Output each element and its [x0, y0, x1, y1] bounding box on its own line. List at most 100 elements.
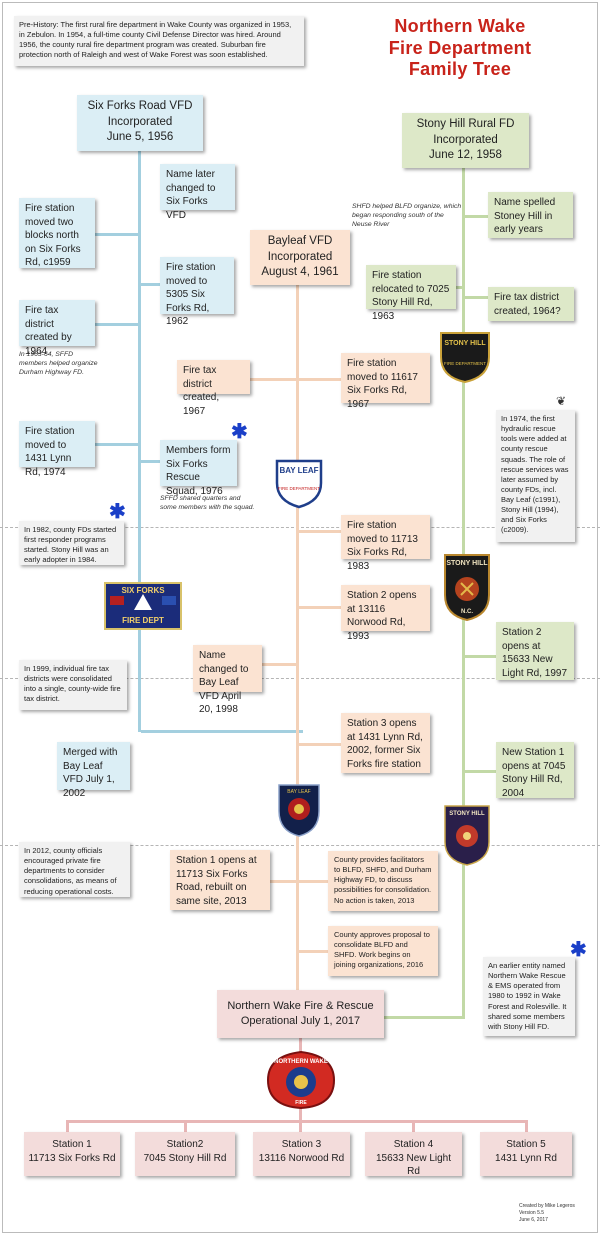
nwrems-note: An earlier entity named Northern Wake Re… — [483, 957, 575, 1036]
station-address: 7045 Stony Hill Rd — [143, 1152, 227, 1164]
private-consolidation-note: In 2012, county officials encouraged pri… — [19, 842, 130, 897]
northern-wake-patch: NORTHERN WAKE FIRE — [266, 1050, 336, 1110]
connector — [299, 606, 341, 609]
station-box: Station 3 13116 Norwood Rd — [253, 1132, 350, 1176]
event-box: Fire station moved two blocks north on S… — [19, 198, 95, 268]
patch-text: BAY — [287, 789, 297, 795]
event-box: Fire tax district created, 1964? — [488, 287, 574, 321]
connector — [141, 460, 160, 463]
event-box: Fire station moved to 5305 Six Forks Rd,… — [160, 257, 234, 327]
patch-text: N.C. — [461, 609, 473, 615]
station-name: Station 3 — [281, 1139, 322, 1150]
patch-text: FIRE — [295, 1100, 307, 1106]
header-line: Incorporated — [433, 133, 498, 146]
event-box: Fire station moved to 1431 Lynn Rd, 1974 — [19, 421, 95, 478]
patch-text: LEAF — [298, 789, 311, 795]
title-line: Family Tree — [408, 59, 512, 80]
station-name: Station2 — [166, 1139, 204, 1150]
connector — [299, 880, 328, 883]
header-line: August 4, 1961 — [261, 266, 339, 279]
header-line: June 12, 1958 — [429, 149, 502, 162]
event-box: Name spelled Stoney Hill in early years — [488, 192, 573, 238]
connector — [66, 1120, 69, 1132]
header-line: Six Forks Road VFD — [87, 100, 193, 112]
station-box: Station 5 1431 Lynn Rd — [480, 1132, 572, 1176]
event-box: Fire station moved to 11713 Six Forks Rd… — [341, 515, 430, 572]
event-box: Station 1 opens at 11713 Six Forks Road,… — [170, 850, 270, 910]
event-box: Merged with Bay Leaf VFD July 1, 2002 — [57, 742, 130, 799]
header-line: Incorporated — [267, 250, 333, 263]
connector — [465, 770, 496, 773]
station-name: Station 4 — [393, 1139, 434, 1150]
stony-hill-patch: STONY HILL FIRE DEPARTMENT — [440, 332, 490, 383]
connector — [465, 655, 496, 658]
patch-text: FIRE DEPARTMENT — [444, 361, 486, 366]
station-name: Station 1 — [52, 1139, 92, 1150]
credit-line: Created by Mike Legeros — [519, 1203, 575, 1209]
event-box: Station 2 opens at 15633 New Light Rd, 1… — [496, 622, 574, 680]
era-divider — [0, 845, 600, 846]
page-title: Northern Wake Fire Department Family Tre… — [360, 16, 560, 81]
event-box: Fire station relocated to 7025 Stony Hil… — [366, 265, 456, 322]
hydraulic-tool-icon: ❦ — [556, 394, 567, 408]
station-address: 15633 New Light Rd — [375, 1152, 452, 1178]
station-box: Station 4 15633 New Light Rd — [365, 1132, 462, 1178]
stony-hill-merge-line — [384, 1016, 465, 1019]
stony-hill-note: SHFD helped BLFD organize, which began r… — [352, 203, 462, 229]
header-line: June 5, 1956 — [106, 131, 174, 144]
county-event-box: County provides facilitators to BLFD, SH… — [328, 851, 438, 911]
station-box: Station2 7045 Stony Hill Rd — [135, 1132, 235, 1176]
final-header: Northern Wake Fire & Rescue Operational … — [217, 990, 384, 1038]
connector — [299, 950, 328, 953]
six-forks-trunk — [138, 150, 141, 732]
asterisk-icon: ✱ — [231, 421, 248, 443]
asterisk-icon: ✱ — [109, 501, 126, 523]
bay-leaf-trunk — [296, 282, 299, 992]
header-line: Incorporated — [107, 115, 173, 128]
event-box: Members form Six Forks Rescue Squad, 197… — [160, 440, 237, 497]
six-forks-note: In 1963-64, SFFD members helped organize… — [19, 351, 98, 377]
event-box: Name later changed to Six Forks VFD — [160, 164, 235, 221]
bay-leaf-patch: BAY LEAF FIRE DEPARTMENT — [275, 459, 323, 509]
patch-text: BAY LEAF — [287, 789, 310, 795]
event-box: Station 2 opens at 13116 Norwood Rd, 199… — [341, 585, 430, 642]
station-box: Station 1 11713 Six Forks Rd — [24, 1132, 120, 1176]
connector — [262, 663, 296, 666]
county-event-box: County approves proposal to consolidate … — [328, 926, 438, 976]
six-forks-note: SFFD shared quarters and some members wi… — [160, 495, 255, 512]
connector — [270, 880, 296, 883]
patch-text: STONY HILL — [446, 560, 488, 567]
bay-leaf-header: Bayleaf VFD Incorporated August 4, 1961 — [250, 230, 350, 285]
connector — [95, 323, 138, 326]
bay-leaf-patch-2: BAY LEAF — [278, 784, 320, 837]
connector — [299, 1120, 302, 1132]
station-address: 1431 Lynn Rd — [495, 1152, 557, 1164]
connector — [465, 296, 488, 299]
header-line: Bayleaf VFD — [267, 235, 333, 247]
era-divider — [0, 678, 600, 679]
patch-text: STONY HILL — [444, 340, 486, 347]
credit: Created by Mike Legeros Version 5.5 June… — [519, 1203, 575, 1223]
six-forks-header: Six Forks Road VFD Incorporated June 5, … — [77, 95, 203, 151]
title-line: Fire Department — [388, 37, 532, 58]
connector — [412, 1120, 415, 1132]
connector — [95, 443, 138, 446]
asterisk-icon: ✱ — [570, 939, 587, 961]
connector — [95, 233, 138, 236]
stations-bar — [66, 1120, 527, 1123]
stony-hill-header: Stony Hill Rural FD Incorporated June 12… — [402, 113, 529, 168]
stony-hill-patch-2: STONY HILL N.C. — [444, 554, 490, 621]
patch-text: SIX FORKS — [121, 586, 165, 595]
connector — [250, 378, 341, 381]
patch-text: BAY LEAF — [279, 466, 318, 475]
credit-line: June 6, 2017 — [519, 1216, 548, 1223]
station-address: 13116 Norwood Rd — [258, 1152, 345, 1164]
connector — [299, 530, 341, 533]
era-divider — [0, 527, 600, 528]
connector — [525, 1120, 528, 1132]
event-box: Fire station moved to 11617 Six Forks Rd… — [341, 353, 430, 410]
station-address: 11713 Six Forks Rd — [28, 1152, 116, 1164]
title-line: Northern Wake — [394, 16, 526, 36]
station-name: Station 5 — [506, 1139, 546, 1150]
